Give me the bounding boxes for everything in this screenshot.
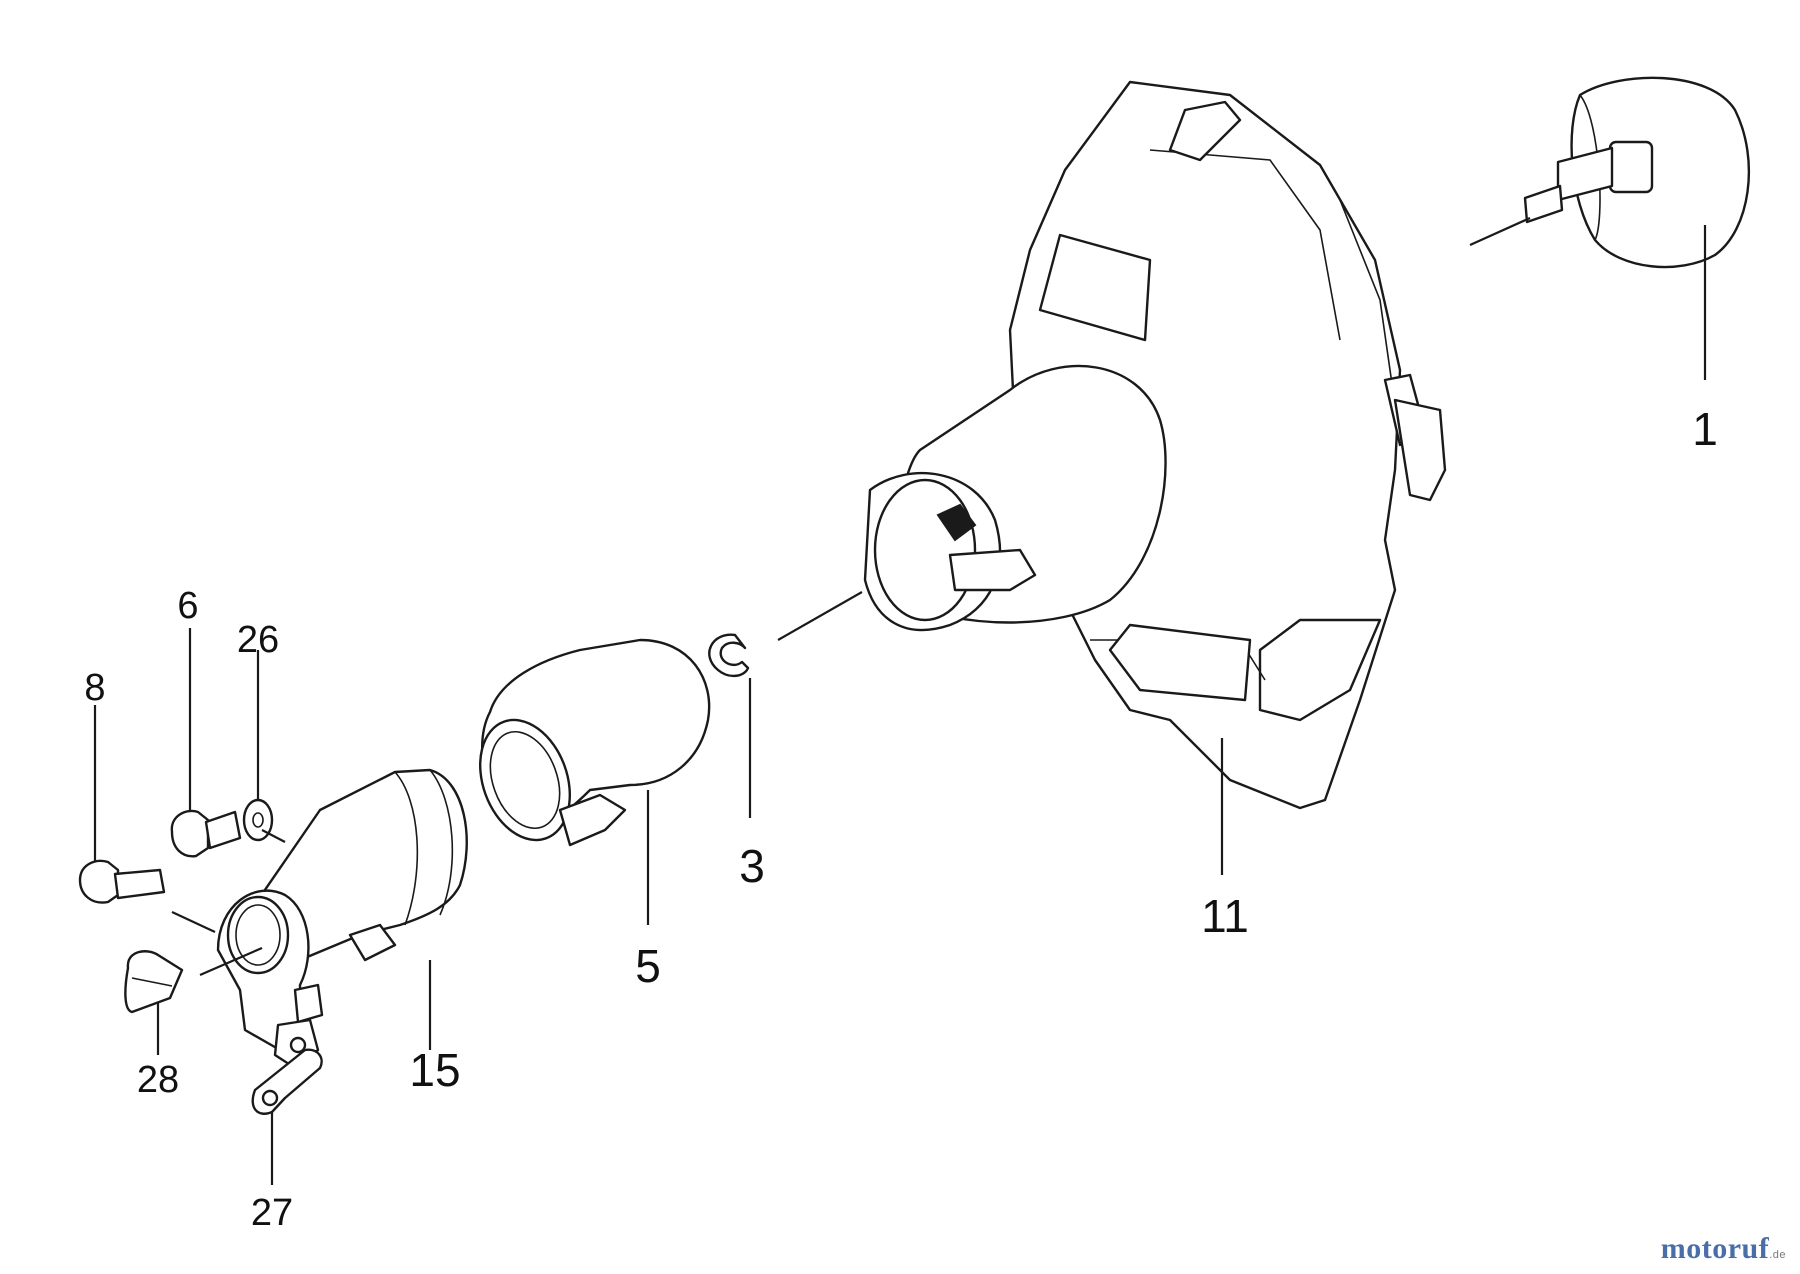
callout-6: 6 (177, 585, 198, 627)
callout-26: 26 (237, 619, 279, 661)
part-8-knob-screw (78, 705, 216, 933)
callout-28: 28 (137, 1059, 179, 1101)
part-1-clutch-drum (1469, 76, 1751, 380)
part-27-plate (251, 1048, 323, 1185)
part-26-washer (242, 650, 286, 843)
part-15-bracket (199, 768, 468, 1070)
part-6-bolt (170, 628, 242, 858)
callout-5: 5 (635, 940, 661, 992)
callout-1: 1 (1692, 403, 1718, 455)
callout-8: 8 (84, 667, 105, 709)
callout-27: 27 (251, 1192, 293, 1234)
callout-15: 15 (409, 1044, 460, 1096)
part-11-clutch-housing (863, 80, 1447, 875)
alignment-line (777, 591, 863, 641)
part-3-snap-ring (708, 633, 752, 818)
callout-3: 3 (739, 840, 765, 892)
watermark-logo: motoruf.de (1661, 1232, 1786, 1266)
watermark-suffix: .de (1769, 1249, 1786, 1261)
callout-11: 11 (1201, 890, 1249, 942)
part-28-key (124, 950, 184, 1055)
watermark-text: motoruf (1660, 1232, 1770, 1265)
part-5-clamp-sleeve (478, 638, 711, 925)
